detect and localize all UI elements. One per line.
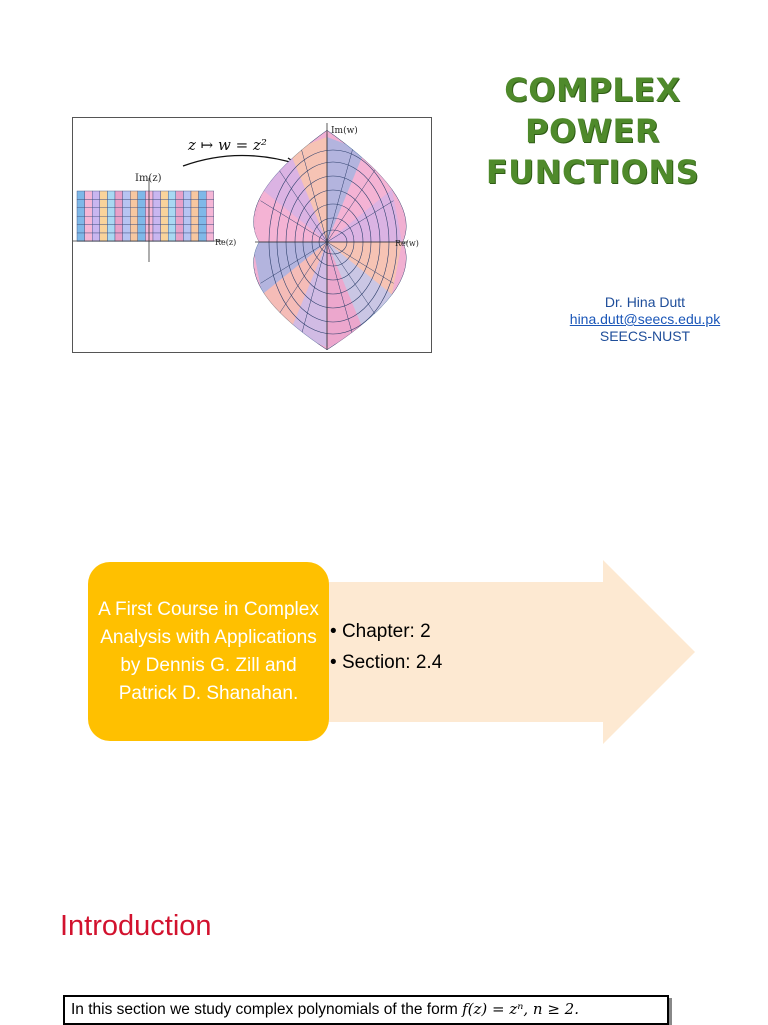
title-line-2: POWER: [525, 112, 660, 150]
author-affiliation: SEECS-NUST: [599, 328, 691, 344]
author-name: Dr. Hina Dutt: [604, 294, 686, 310]
chapter-section-list: Chapter: 2 Section: 2.4: [330, 616, 442, 678]
intro-text: In this section we study complex polynom…: [71, 1001, 463, 1018]
slide-title: COMPLEX POWER FUNCTIONS: [470, 70, 715, 193]
introduction-heading: Introduction: [60, 910, 212, 942]
mapping-label: z ↦ w = z²: [187, 136, 267, 154]
im-z-label: Im(z): [135, 173, 162, 184]
power-map-figure: Im(z) Re(z) z ↦ w = z² Im(w) Re(w): [72, 117, 432, 353]
title-line-3: FUNCTIONS: [485, 153, 700, 191]
book-reference-box: A First Course in Complex Analysis with …: [88, 562, 329, 741]
re-z-label: Re(z): [215, 238, 236, 247]
book-reference-text: A First Course in Complex Analysis with …: [98, 598, 319, 704]
intro-formula: f(z) = zⁿ, n ≥ 2.: [462, 1000, 579, 1018]
re-w-label: Re(w): [395, 239, 419, 248]
chapter-item: Chapter: 2: [330, 616, 442, 647]
section-item: Section: 2.4: [330, 647, 442, 678]
title-line-1: COMPLEX: [504, 71, 681, 109]
w-plane-image: [253, 130, 407, 350]
author-block: Dr. Hina Dutt hina.dutt@seecs.edu.pk SEE…: [545, 294, 745, 345]
intro-text-box: In this section we study complex polynom…: [63, 995, 669, 1025]
im-w-label: Im(w): [331, 125, 358, 136]
z-plane-grid: [73, 178, 223, 262]
author-email-link[interactable]: hina.dutt@seecs.edu.pk: [569, 311, 721, 327]
power-map-diagram: Im(z) Re(z) z ↦ w = z² Im(w) Re(w): [73, 123, 419, 350]
mapping-arrow: [182, 154, 298, 167]
